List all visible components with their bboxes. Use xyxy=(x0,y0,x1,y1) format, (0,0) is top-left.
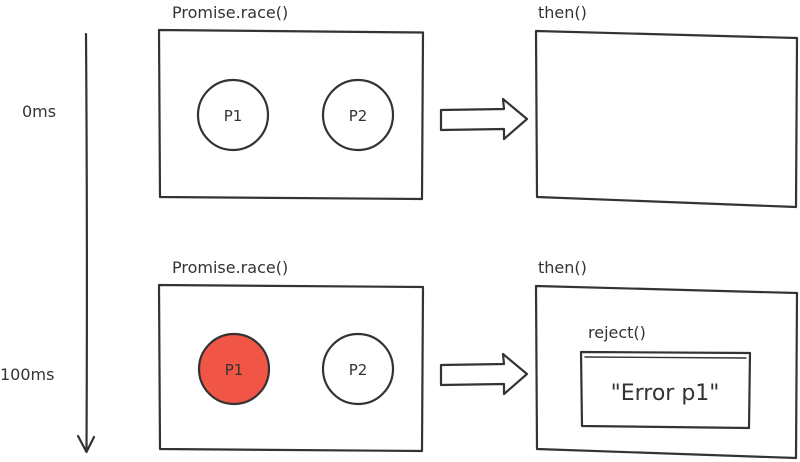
flow-arrow xyxy=(439,352,529,396)
then-title: then() xyxy=(538,3,587,22)
then-box xyxy=(534,29,799,209)
promise-label: P1 xyxy=(225,361,244,379)
timeline: 0ms 100ms xyxy=(0,32,96,454)
race-title: Promise.race() xyxy=(172,3,288,22)
result-box-inner-edge xyxy=(584,356,747,359)
step-2: Promise.race() P1 P2 then() reject() "Er… xyxy=(157,258,799,460)
step-1: Promise.race() P1 P2 then() xyxy=(157,3,799,209)
race-title: Promise.race() xyxy=(172,258,288,277)
promise-circle xyxy=(321,332,395,406)
reject-result: reject() "Error p1" xyxy=(579,323,752,430)
result-box xyxy=(579,350,752,430)
timeline-label-100ms: 100ms xyxy=(0,365,54,384)
timeline-line xyxy=(84,32,88,452)
reject-handler-label: reject() xyxy=(588,323,646,342)
flow-arrow xyxy=(439,97,529,141)
timeline-label-0ms: 0ms xyxy=(22,102,56,121)
race-box xyxy=(157,28,425,201)
promise-circle xyxy=(321,78,395,152)
promise-circle xyxy=(196,78,270,152)
race-box xyxy=(157,283,425,453)
timeline-arrowhead xyxy=(76,434,96,454)
promise-label: P2 xyxy=(349,107,368,125)
promise-circle xyxy=(197,332,271,406)
error-value: "Error p1" xyxy=(611,381,720,406)
promise-p1: P1 xyxy=(196,78,270,152)
promise-p2: P2 xyxy=(321,78,395,152)
promise-label: P2 xyxy=(349,361,368,379)
then-box xyxy=(534,284,799,460)
promise-label: P1 xyxy=(224,107,243,125)
promise-p1: P1 xyxy=(197,332,271,406)
promise-p2: P2 xyxy=(321,332,395,406)
then-title: then() xyxy=(538,258,587,277)
